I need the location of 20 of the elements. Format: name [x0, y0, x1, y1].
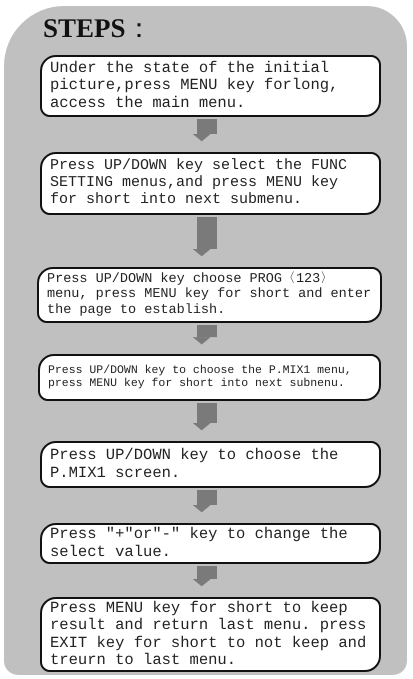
step-text: Press ″+″or″-″ key to change the select value. — [50, 526, 349, 561]
step-box — [40, 152, 381, 215]
step-box — [40, 55, 381, 117]
step-box — [40, 523, 381, 564]
step-text: Press MENU key for short to keep result and return last menu. press EXIT key for short to not keep and treurn to last menu. — [50, 600, 368, 670]
step-box — [38, 354, 381, 401]
step-box — [40, 441, 381, 488]
down-arrow — [192, 566, 217, 586]
title: STEPS： — [43, 12, 153, 45]
step-text: Press UP/DOWN key choose PROG〈123〉 menu, press MENU key for short and enter the page to establish. — [47, 272, 372, 318]
step-text: Press UP/DOWN key to choose the P.MIX1 screen. — [50, 447, 340, 482]
step-text: Press UP/DOWN key select the FUNC SETTING menus,and press MENU key for short into next submenu. — [50, 158, 348, 209]
down-arrow — [192, 325, 217, 345]
step-box — [37, 267, 382, 323]
down-arrow — [192, 490, 217, 512]
down-arrow — [192, 217, 217, 256]
down-arrow — [192, 403, 217, 430]
step-text: Press UP/DOWN key to choose the P.MIX1 menu, press MENU key for short into next subnenu. — [48, 364, 353, 390]
down-arrow — [192, 119, 217, 142]
step-text: Under the state of the initial picture,press MENU key forlong, access the main menu. — [50, 60, 340, 112]
